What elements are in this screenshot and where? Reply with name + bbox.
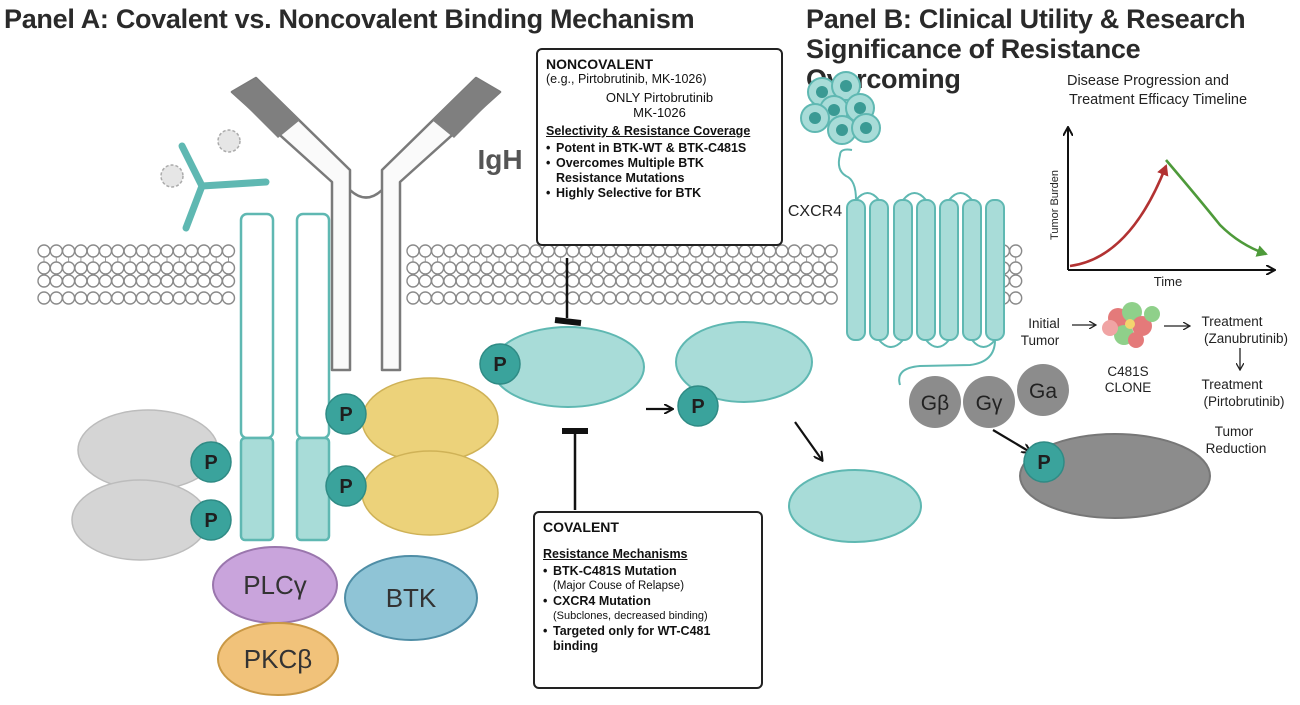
covalent-bullet-detail: (Subclones, decreased binding) (553, 610, 708, 622)
noncovalent-example: (e.g., Pirtobrutinib, MK-1026) (546, 72, 707, 86)
phosphate-label: P (204, 510, 217, 532)
pkcb-protein (217, 622, 339, 696)
cd79-chains (239, 212, 331, 542)
initial-tumor-line1: Initial (1028, 316, 1060, 331)
g-alpha-label: Ga (1029, 380, 1057, 403)
cell-membrane (37, 244, 1023, 305)
covalent-bullet: Targeted only for WT-C481 binding (543, 624, 753, 654)
c481s-clone-icon (1102, 302, 1160, 348)
phosphate-icon (1023, 441, 1065, 483)
grey-effector (1019, 433, 1211, 519)
covalent-bullet-main: Targeted only for WT-C481 binding (553, 624, 711, 653)
noncovalent-inhibitor-bar (554, 317, 582, 326)
btk-protein (344, 555, 478, 641)
covalent-bullet-main: BTK-C481S Mutation (553, 564, 677, 578)
noncovalent-only-line1: ONLY Pirtobrutinib (605, 90, 714, 105)
phosphate-icon (325, 465, 367, 507)
phosphate-icon (479, 343, 521, 385)
btk-label: BTK (386, 583, 437, 613)
phosphate-label: P (339, 476, 352, 498)
noncovalent-subheader: Selectivity & Resistance Coverage (546, 124, 751, 138)
noncovalent-bullet: Overcomes Multiple BTK Resistance Mutati… (546, 156, 773, 186)
grey-kinase-lower (71, 479, 209, 561)
covalent-bullets: BTK-C481S Mutation (Major Couse of Relaps… (543, 564, 753, 654)
phosphate-groups: P P P P P P P (190, 343, 1065, 541)
timeline-ylabel: Tumor Burden (1049, 170, 1061, 240)
treatment2-line2: (Pirtobrutinib) (1203, 394, 1284, 409)
clone-flow: Initial Tumor C481S CLONE Treatment (Zan… (1021, 302, 1288, 456)
yellow-kinase-lower (361, 450, 499, 536)
phosphate-icon (190, 499, 232, 541)
phosphate-label: P (204, 452, 217, 474)
cxcr4-label: CXCR4 (788, 203, 842, 220)
activation-arrow-3 (992, 429, 1030, 452)
initial-tumor-line2: Tumor (1021, 333, 1060, 348)
covalent-subheader: Resistance Mechanisms (543, 547, 688, 561)
clone-label-line2: CLONE (1105, 380, 1152, 395)
timeline-title-line1: Disease Progression and (1067, 73, 1229, 89)
covalent-bullet-main: CXCR4 Mutation (553, 594, 651, 608)
pkcb-label: PKCβ (244, 644, 312, 674)
btk-ellipse-3 (788, 469, 922, 543)
phosphate-icon (325, 393, 367, 435)
timeline-xlabel: Time (1154, 274, 1182, 289)
noncovalent-bullets: Potent in BTK-WT & BTK-C481S Overcomes M… (546, 141, 773, 201)
noncovalent-bullet: Potent in BTK-WT & BTK-C481S (546, 141, 773, 156)
covalent-bullet: BTK-C481S Mutation (Major Couse of Relaps… (543, 564, 753, 594)
igh-receptor (230, 76, 502, 372)
phosphate-icon (190, 441, 232, 483)
timeline-title-line2: Treatment Efficacy Timeline (1069, 92, 1247, 108)
phosphate-label: P (1037, 452, 1050, 474)
progression-curve (1069, 164, 1169, 268)
noncovalent-box: NONCOVALENT (e.g., Pirtobrutinib, MK-102… (536, 48, 783, 246)
covalent-header: COVALENT (543, 519, 619, 535)
activation-arrow-2 (794, 421, 822, 460)
noncovalent-bullet: Highly Selective for BTK (546, 186, 773, 201)
covalent-box: COVALENT Resistance Mechanisms BTK-C481S… (533, 511, 763, 689)
plcg-label: PLCγ (243, 570, 307, 600)
phosphate-label: P (493, 354, 506, 376)
noncovalent-only-line2: MK-1026 (633, 105, 686, 120)
btk-ellipse-2 (675, 321, 813, 403)
phosphate-icon (677, 385, 719, 427)
treatment1-line1: Treatment (1201, 314, 1262, 329)
panel-b-title-line1: Panel B: Clinical Utility & Research (806, 4, 1246, 34)
covalent-bullet-detail: (Major Couse of Relapse) (553, 580, 685, 592)
covalent-bullet: CXCR4 Mutation (Subclones, decreased bind… (543, 594, 753, 624)
g-beta-label: Gβ (921, 392, 949, 415)
reduction-line1: Tumor (1215, 424, 1254, 439)
panel-a-title: Panel A: Covalent vs. Noncovalent Bindin… (4, 4, 695, 34)
clone-label-line1: C481S (1107, 364, 1148, 379)
cxcr4-receptor (837, 148, 1005, 386)
g-beta-protein (909, 376, 961, 428)
efficacy-curve (1165, 159, 1268, 257)
chemokine-cluster-icon (800, 71, 881, 145)
reduction-line2: Reduction (1206, 441, 1267, 456)
treatment2-line1: Treatment (1201, 377, 1262, 392)
phosphate-label: P (339, 404, 352, 426)
igh-label: IgH (477, 144, 522, 175)
timeline-chart: Tumor Burden Time Disease Progression an… (1049, 73, 1274, 289)
g-alpha-protein (1017, 364, 1069, 416)
g-gamma-label: Gγ (976, 392, 1003, 415)
noncovalent-header: NONCOVALENT (546, 56, 654, 72)
yellow-kinase-upper (361, 377, 499, 463)
phosphate-label: P (691, 396, 704, 418)
antigen-icon (160, 129, 270, 232)
treatment1-line2: (Zanubrutinib) (1204, 331, 1288, 346)
g-gamma-protein (963, 376, 1015, 428)
